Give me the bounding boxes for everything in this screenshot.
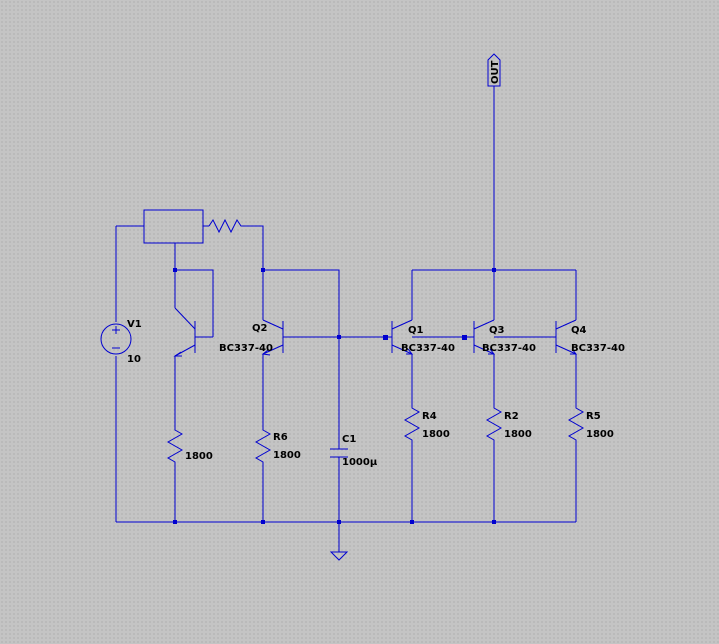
junction-dot [261,520,265,524]
transistor-q4[interactable]: Q4 BC337-40 [555,319,625,355]
junction-dot [173,520,177,524]
out-label: OUT [490,60,501,84]
transistor-q3[interactable]: Q3 BC337-40 [473,319,536,355]
r5-value: 1800 [586,429,614,440]
junction-dot [261,268,265,272]
r5-name: R5 [586,411,601,422]
v1-value: 10 [127,354,141,365]
r2-name: R2 [504,411,519,422]
junction-dot [492,268,496,272]
r2-value: 1800 [504,429,532,440]
q3-model: BC337-40 [482,343,536,354]
resistor-left[interactable]: 1800 [166,426,213,466]
q4-model: BC337-40 [571,343,625,354]
resistor-r6[interactable]: R6 1800 [254,426,301,466]
junction-dot [383,335,388,340]
junction-dot [337,520,341,524]
out-port[interactable]: OUT [487,53,501,87]
resistor-r5[interactable]: R5 1800 [567,404,614,444]
ground-symbol [329,551,349,561]
transistor-q1[interactable]: Q1 BC337-40 [391,319,455,355]
q3-name: Q3 [489,325,505,336]
transistor-q2[interactable]: Q2 BC337-40 [219,319,290,356]
box-component[interactable] [143,209,204,244]
junction-dot [410,520,414,524]
junction-dot [462,335,467,340]
left-transistor[interactable] [173,307,213,357]
r4-name: R4 [422,411,437,422]
junction-dot [337,335,341,339]
r6-name: R6 [273,432,288,443]
c1-value: 1000µ [342,457,378,468]
junction-dots [173,268,496,524]
r4-value: 1800 [422,429,450,440]
q1-name: Q1 [408,325,424,336]
voltage-source-v1[interactable]: V1 10 [100,319,142,365]
junction-dot [492,520,496,524]
v1-name: V1 [127,319,142,330]
capacitor-c1[interactable]: C1 1000µ [330,434,378,468]
q2-name: Q2 [252,323,268,334]
top-resistor[interactable] [208,218,245,234]
q1-model: BC337-40 [401,343,455,354]
rleft-value: 1800 [185,451,213,462]
q4-name: Q4 [571,325,587,336]
resistor-r2[interactable]: R2 1800 [485,404,532,444]
junction-dot [173,268,177,272]
q2-model: BC337-40 [219,343,273,354]
resistor-r4[interactable]: R4 1800 [403,404,450,444]
c1-name: C1 [342,434,356,445]
r6-value: 1800 [273,450,301,461]
